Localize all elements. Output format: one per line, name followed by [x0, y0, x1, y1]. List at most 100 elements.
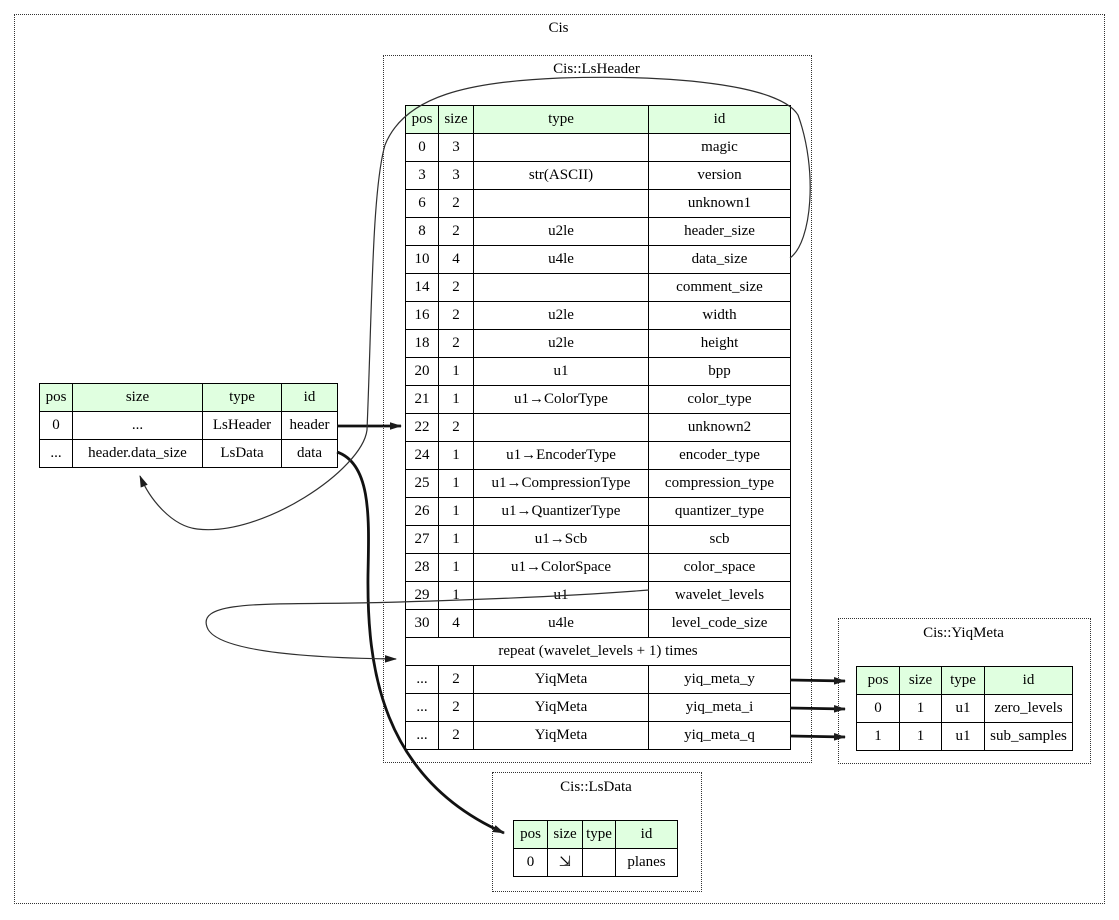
cell: u1→QuantizerType	[473, 497, 649, 526]
cell: u1	[473, 581, 649, 610]
cell: color_type	[648, 385, 791, 414]
column-header: type	[582, 820, 616, 849]
cell: 2	[438, 301, 474, 330]
column-header: size	[72, 383, 203, 412]
cell: level_code_size	[648, 609, 791, 638]
cell: 6	[405, 189, 439, 218]
cell: 29	[405, 581, 439, 610]
cell: 27	[405, 525, 439, 554]
cell: 0	[405, 133, 439, 162]
cell: YiqMeta	[473, 693, 649, 722]
cell: 2	[438, 273, 474, 302]
cell: str(ASCII)	[473, 161, 649, 190]
cell: ...	[405, 721, 439, 750]
cell: 1	[438, 553, 474, 582]
column-header: size	[899, 666, 942, 695]
cell: comment_size	[648, 273, 791, 302]
cell: u1→EncoderType	[473, 441, 649, 470]
cell: ...	[405, 693, 439, 722]
cell: 1	[438, 441, 474, 470]
cell: yiq_meta_i	[648, 693, 791, 722]
cell: u1→ColorSpace	[473, 553, 649, 582]
cell: 18	[405, 329, 439, 358]
cell: wavelet_levels	[648, 581, 791, 610]
cell: 28	[405, 553, 439, 582]
cell: zero_levels	[984, 694, 1073, 723]
cell: 1	[438, 525, 474, 554]
column-header: type	[202, 383, 282, 412]
table-row: repeat (wavelet_levels + 1) times	[405, 637, 791, 666]
column-header: id	[984, 666, 1073, 695]
cell: u1	[473, 357, 649, 386]
cell: 30	[405, 609, 439, 638]
cell: compression_type	[648, 469, 791, 498]
cell: 1	[438, 497, 474, 526]
cell: 0	[39, 411, 73, 440]
cell: planes	[615, 848, 678, 877]
cluster-yiqmeta	[838, 618, 1091, 764]
cell: u1	[941, 722, 985, 751]
cluster-lsdata-title: Cis::LsData	[560, 779, 632, 795]
cell: 1	[899, 722, 942, 751]
cell: 2	[438, 189, 474, 218]
cell: u2le	[473, 329, 649, 358]
cell: 16	[405, 301, 439, 330]
cell: u4le	[473, 609, 649, 638]
cell: sub_samples	[984, 722, 1073, 751]
cell: 21	[405, 385, 439, 414]
cell: height	[648, 329, 791, 358]
cell: 22	[405, 413, 439, 442]
cell: YiqMeta	[473, 665, 649, 694]
cell: 25	[405, 469, 439, 498]
column-header: size	[547, 820, 583, 849]
cell: 1	[438, 357, 474, 386]
cell: data_size	[648, 245, 791, 274]
column-header: pos	[513, 820, 548, 849]
cell: 3	[438, 133, 474, 162]
cell: bpp	[648, 357, 791, 386]
cell: 1	[856, 722, 900, 751]
cell: u2le	[473, 301, 649, 330]
cell	[473, 189, 649, 218]
cell: 2	[438, 413, 474, 442]
cell: 3	[405, 161, 439, 190]
cell: 4	[438, 609, 474, 638]
cluster-lsheader-title: Cis::LsHeader	[553, 61, 640, 77]
cell: 2	[438, 693, 474, 722]
cell: unknown2	[648, 413, 791, 442]
column-header: id	[615, 820, 678, 849]
cell	[473, 133, 649, 162]
cell: 1	[438, 581, 474, 610]
cell: 1	[438, 469, 474, 498]
cell: ⇲	[547, 848, 583, 877]
cell: ...	[405, 665, 439, 694]
cell: quantizer_type	[648, 497, 791, 526]
cell: 2	[438, 217, 474, 246]
cell: u1→CompressionType	[473, 469, 649, 498]
cell: 8	[405, 217, 439, 246]
cell: 10	[405, 245, 439, 274]
cell: 20	[405, 357, 439, 386]
cell: 2	[438, 721, 474, 750]
column-header: size	[438, 105, 474, 134]
